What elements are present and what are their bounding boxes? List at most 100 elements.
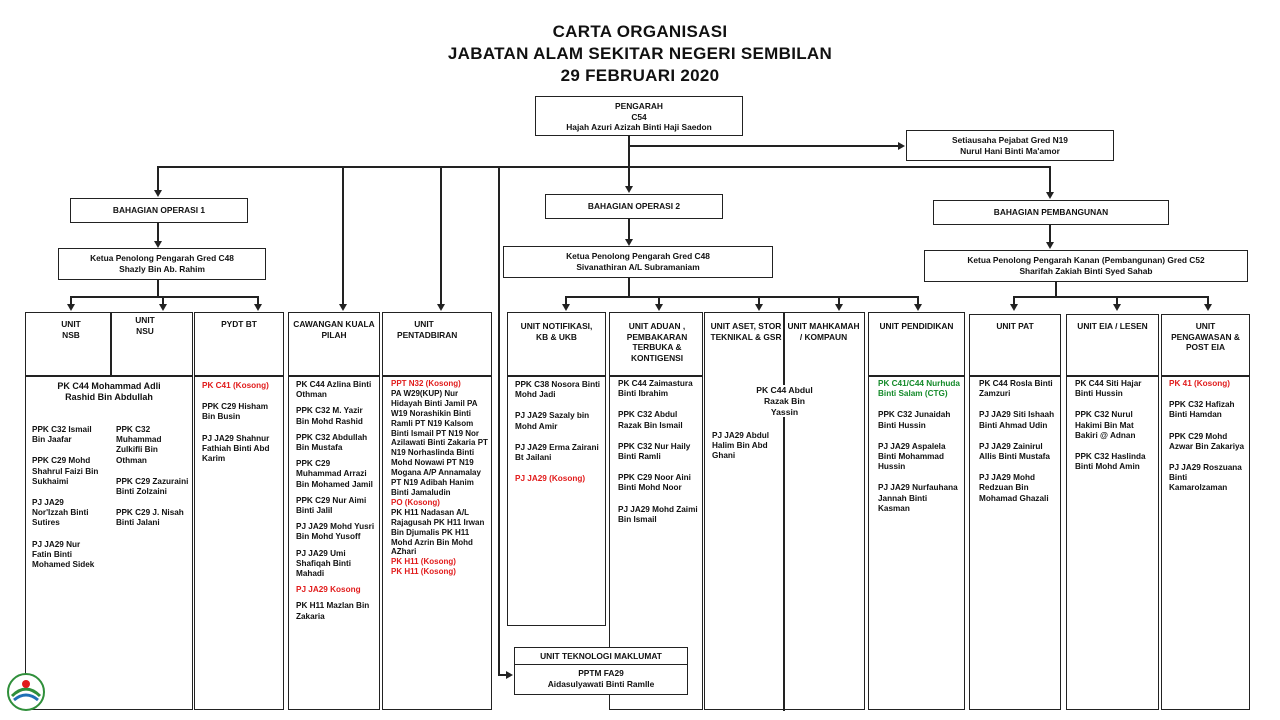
unit-pat-column: UNIT PAT PK C44 Rosla Binti Zamzuri PJ J… xyxy=(969,314,1061,710)
unit-tm-name: Aidasulyawati Binti Ramlle xyxy=(547,678,655,689)
division-operasi-1: BAHAGIAN OPERASI 1 xyxy=(70,198,248,223)
staff-entry: PPK C32 Nurul Hakimi Bin Mat Bakiri @ Ad… xyxy=(1075,410,1136,440)
connector xyxy=(628,278,630,296)
setiausaha-box: Setiausaha Pejabat Gred N19 Nurul Hani B… xyxy=(906,130,1114,161)
arrow xyxy=(914,304,922,311)
arrow xyxy=(1113,304,1121,311)
arrow xyxy=(339,304,347,311)
connector xyxy=(342,166,344,304)
staff-entry: PPK C32 Nur Haily Binti Ramli xyxy=(618,441,691,462)
vacant-entry: PK C41 (Kosong) xyxy=(202,381,269,390)
arrow xyxy=(506,671,513,679)
staff-entry: PK H11 Nadasan A/L Rajagusah PK H11 Irwa… xyxy=(391,507,485,557)
staff-entry: PJ JA29 Mohd Yusri Bin Mohd Yusoff xyxy=(296,522,375,542)
connector xyxy=(70,296,72,304)
chart-title-line2: JABATAN ALAM SEKITAR NEGERI SEMBILAN xyxy=(447,44,833,63)
connector xyxy=(1116,296,1118,304)
connector xyxy=(1049,225,1051,242)
vacant-entry: PJ JA29 Kosong xyxy=(296,585,361,595)
arrow xyxy=(898,142,905,150)
staff-entry: PJ JA29 Umi Shafiqah Binti Mahadi xyxy=(296,548,352,579)
unit-nsu-title: UNIT NSU xyxy=(135,315,155,336)
divider xyxy=(110,313,112,375)
arrow xyxy=(254,304,262,311)
head-pembangunan: Ketua Penolong Pengarah Kanan (Pembangun… xyxy=(924,250,1248,282)
staff-entry: PPK C29 Hisham Bin Busin xyxy=(202,402,268,422)
unit-pengawasan-staff: PK 41 (Kosong) PPK C32 Hafizah Binti Ham… xyxy=(1169,379,1246,505)
vacant-entry: PJ JA29 (Kosong) xyxy=(515,474,586,484)
unit-cawangan-column: CAWANGAN KUALA PILAH PK C44 Azlina Binti… xyxy=(288,312,380,710)
head-name: Sivanathiran A/L Subramaniam xyxy=(576,261,700,272)
division-pembangunan: BAHAGIAN PEMBANGUNAN xyxy=(933,200,1169,225)
arrow xyxy=(835,304,843,311)
staff-entry: PK C44 Siti Hajar Binti Hussin xyxy=(1075,379,1142,399)
connector xyxy=(565,296,918,298)
unit-notifikasi-staff: PPK C38 Nosora Binti Mohd Jadi PJ JA29 S… xyxy=(515,380,602,495)
divider xyxy=(869,375,964,377)
staff-entry: PPK C32 Junaidah Binti Hussin xyxy=(878,410,951,430)
unit-aset-staff: PJ JA29 Abdul Halim Bin Abd Ghani xyxy=(712,431,770,461)
head-role: Ketua Penolong Pengarah Gred C48 xyxy=(566,251,710,261)
vacant-entry: PK H11 (Kosong) xyxy=(391,567,456,577)
unit-pendidikan-title: UNIT PENDIDIKAN xyxy=(879,321,954,331)
acting-entry: PK C41/C44 Nurhuda Binti Salam (CTG) xyxy=(878,379,960,399)
staff-entry: PPK C29 Noor Aini Binti Mohd Noor xyxy=(618,473,691,493)
head-name: Shazly Bin Ab. Rahim xyxy=(119,263,205,274)
unit-pat-staff: PK C44 Rosla Binti Zamzuri PJ JA29 Siti … xyxy=(979,379,1057,515)
setiausaha-name: Nurul Hani Binti Ma'amor xyxy=(960,145,1060,156)
staff-entry: PJ JA29 Mohd Redzuan Bin Mohamad Ghazali xyxy=(979,473,1049,503)
connector xyxy=(257,296,259,304)
staff-entry: PJ JA29 Erma Zairani Bt Jailani xyxy=(515,442,599,463)
staff-entry: PJ JA29 Nurfauhana Jannah Binti Kasman xyxy=(878,483,958,513)
unit-pydt-title: PYDT BT xyxy=(221,319,257,329)
connector xyxy=(1055,282,1057,296)
staff-entry: PK C44 Zaimastura Binti Ibrahim xyxy=(618,379,693,399)
staff-entry: PPK C29 Mohd Azwar Bin Zakariya xyxy=(1169,431,1245,451)
arrow xyxy=(655,304,663,311)
unit-eia-column: UNIT EIA / LESEN PK C44 Siti Hajar Binti… xyxy=(1066,314,1159,710)
unit-pat-title: UNIT PAT xyxy=(996,321,1034,331)
arrow xyxy=(625,186,633,193)
staff-entry: PPK C32 Abdullah Bin Mustafa xyxy=(296,432,368,453)
connector xyxy=(838,296,840,304)
unit-eia-title: UNIT EIA / LESEN xyxy=(1077,321,1148,331)
staff-entry: PPK C29 Nur Aimi Binti Jalil xyxy=(296,495,367,516)
pengarah-box: PENGARAH C54 Hajah Azuri Azizah Binti Ha… xyxy=(535,96,743,136)
arrow xyxy=(562,304,570,311)
staff-entry: PJ JA29 Zainirul Allis Binti Mustafa xyxy=(979,441,1050,462)
staff-entry: PPK C32 M. Yazir Bin Mohd Rashid xyxy=(296,406,363,426)
setiausaha-role: Setiausaha Pejabat Gred N19 xyxy=(952,135,1068,145)
unit-aduan-title: UNIT ADUAN , PEMBAKARAN TERBUKA & KONTIG… xyxy=(626,321,688,363)
unit-notifikasi-title: UNIT NOTIFIKASI, KB & UKB xyxy=(520,321,593,342)
unit-pendidikan-column: UNIT PENDIDIKAN PK C41/C44 Nurhuda Binti… xyxy=(868,312,965,710)
connector xyxy=(1013,296,1208,298)
head-role: Ketua Penolong Pengarah Kanan (Pembangun… xyxy=(967,255,1205,265)
staff-entry: PJ JA29 Shahnur Fathiah Binti Abd Karim xyxy=(202,433,270,464)
head-role: Ketua Penolong Pengarah Gred C48 xyxy=(90,253,234,263)
divider xyxy=(783,313,785,711)
logo-icon xyxy=(7,673,45,711)
connector xyxy=(1207,296,1209,304)
unit-mahkamah-title: UNIT MAHKAMAH / KOMPAUN xyxy=(787,321,860,342)
unit-pentadbiran-staff: PPT N32 (Kosong) PA W29(KUP) Nur Hidayah… xyxy=(391,379,488,577)
staff-entry: PK H11 Mazlan Bin Zakaria xyxy=(296,601,370,621)
divider xyxy=(1162,375,1249,377)
divider xyxy=(970,375,1060,377)
unit-pydt-staff: PK C41 (Kosong) PPK C29 Hisham Bin Busin… xyxy=(202,381,280,475)
head-operasi-1: Ketua Penolong Pengarah Gred C48 Shazly … xyxy=(58,248,266,280)
staff-entry: PPK C29 Zazuraini Binti Zolzaini xyxy=(116,476,189,497)
divider xyxy=(508,375,605,377)
pengarah-grade: C54 xyxy=(631,111,647,122)
unit-tm-box: UNIT TEKNOLOGI MAKLUMAT PPTM FA29 Aidasu… xyxy=(514,647,688,695)
connector xyxy=(1049,166,1051,192)
staff-entry: PJ JA29 Nur Fatin Binti Mohamed Sidek xyxy=(32,539,95,570)
connector xyxy=(1013,296,1015,304)
chart-title-line3: 29 FEBRUARI 2020 xyxy=(560,66,720,85)
arrow xyxy=(154,190,162,197)
connector xyxy=(498,166,500,674)
arrow xyxy=(625,239,633,246)
pengarah-name: Hajah Azuri Azizah Binti Haji Saedon xyxy=(566,122,712,132)
vacant-entry: PK 41 (Kosong) xyxy=(1169,379,1230,388)
head-operasi-2: Ketua Penolong Pengarah Gred C48 Sivanat… xyxy=(503,246,773,278)
unit-tm-role: PPTM FA29 xyxy=(578,668,624,678)
